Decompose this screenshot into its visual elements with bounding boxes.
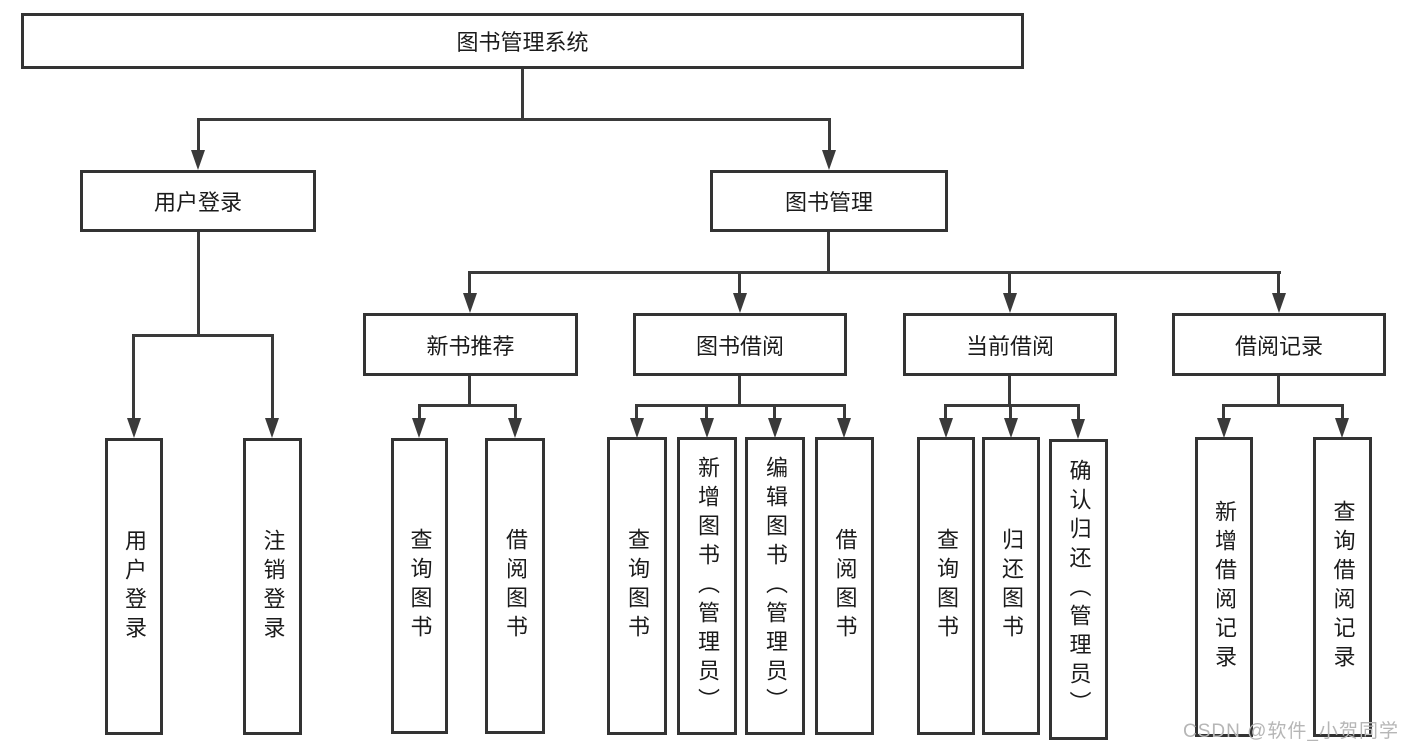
arrowhead-bb-query (630, 418, 644, 438)
connector-user-login-stem (197, 232, 200, 337)
connector-book-borrow-stem (738, 376, 741, 407)
arrowhead-leaf-logout (265, 418, 279, 438)
leaf-nb-borrow-book: 借阅图书 (485, 438, 545, 734)
connector-drop-book-borrow (738, 271, 741, 297)
arrowhead-cb-confirm (1071, 419, 1085, 439)
connector-drop-user-login (197, 118, 200, 152)
connector-drop-book-management (828, 118, 831, 152)
connector-book-management-hbar (468, 271, 1281, 274)
connector-root-hbar (197, 118, 831, 121)
arrowhead-nb-query (412, 418, 426, 438)
watermark: CSDN @软件_小贺同学 (1183, 721, 1399, 742)
arrowhead-nb-borrow (508, 418, 522, 438)
connector-drop-br-query (1341, 404, 1344, 420)
arrowhead-user-login (191, 150, 205, 170)
leaf-bb-edit-book-admin: 编辑图书（管理员） (745, 437, 805, 735)
connector-drop-bb-query (635, 404, 638, 420)
leaf-bb-add-book-admin: 新增图书（管理员） (677, 437, 737, 735)
connector-drop-bb-add (705, 404, 708, 420)
leaf-cb-return-book: 归还图书 (982, 437, 1040, 735)
connector-drop-leaf-login (132, 334, 135, 420)
connector-drop-new-book (468, 271, 471, 297)
connector-drop-leaf-logout (271, 334, 274, 420)
connector-drop-bb-edit (773, 404, 776, 420)
node-book-management: 图书管理 (710, 170, 948, 232)
connector-current-borrow-hbar (944, 404, 1080, 407)
arrowhead-cb-return (1004, 418, 1018, 438)
leaf-logout: 注销登录 (243, 438, 302, 735)
connector-drop-cb-return (1009, 404, 1012, 420)
leaf-br-query-record: 查询借阅记录 (1313, 437, 1372, 737)
arrowhead-borrow-records (1272, 293, 1286, 313)
leaf-cb-query-book: 查询图书 (917, 437, 975, 735)
arrowhead-book-borrow (733, 293, 747, 313)
leaf-cb-confirm-return-admin: 确认归还（管理员） (1049, 439, 1108, 740)
arrowhead-cb-query (939, 418, 953, 438)
arrowhead-br-add (1217, 418, 1231, 438)
connector-book-borrow-hbar (635, 404, 845, 407)
connector-borrow-records-hbar (1222, 404, 1344, 407)
connector-drop-borrow-records (1277, 271, 1280, 297)
leaf-bb-borrow-book: 借阅图书 (815, 437, 874, 735)
connector-drop-cb-query (944, 404, 947, 420)
connector-drop-cb-confirm (1077, 404, 1080, 420)
connector-borrow-records-stem (1277, 376, 1280, 407)
connector-current-borrow-stem (1008, 376, 1011, 407)
node-user-login: 用户登录 (80, 170, 316, 232)
node-new-book-recommend: 新书推荐 (363, 313, 578, 376)
connector-drop-nb-borrow (514, 404, 517, 420)
node-book-borrow: 图书借阅 (633, 313, 847, 376)
leaf-user-login: 用户登录 (105, 438, 163, 735)
connector-drop-nb-query (418, 404, 421, 420)
leaf-br-add-record: 新增借阅记录 (1195, 437, 1253, 737)
leaf-bb-query-book: 查询图书 (607, 437, 667, 735)
arrowhead-book-management (822, 150, 836, 170)
connector-user-login-hbar (132, 334, 274, 337)
arrowhead-current-borrow (1003, 293, 1017, 313)
arrowhead-leaf-login (127, 418, 141, 438)
arrowhead-bb-edit (768, 418, 782, 438)
leaf-nb-query-book: 查询图书 (391, 438, 448, 734)
connector-new-book-stem (468, 376, 471, 407)
connector-drop-current-borrow (1008, 271, 1011, 297)
node-root: 图书管理系统 (21, 13, 1024, 69)
connector-root-stem (521, 69, 524, 121)
arrowhead-new-book (463, 293, 477, 313)
node-current-borrow: 当前借阅 (903, 313, 1117, 376)
node-borrow-records: 借阅记录 (1172, 313, 1386, 376)
connector-drop-bb-borrow (843, 404, 846, 420)
arrowhead-bb-borrow (837, 418, 851, 438)
connector-book-management-stem (827, 232, 830, 274)
arrowhead-bb-add (700, 418, 714, 438)
connector-new-book-hbar (418, 404, 517, 407)
arrowhead-br-query (1335, 418, 1349, 438)
connector-drop-br-add (1222, 404, 1225, 420)
